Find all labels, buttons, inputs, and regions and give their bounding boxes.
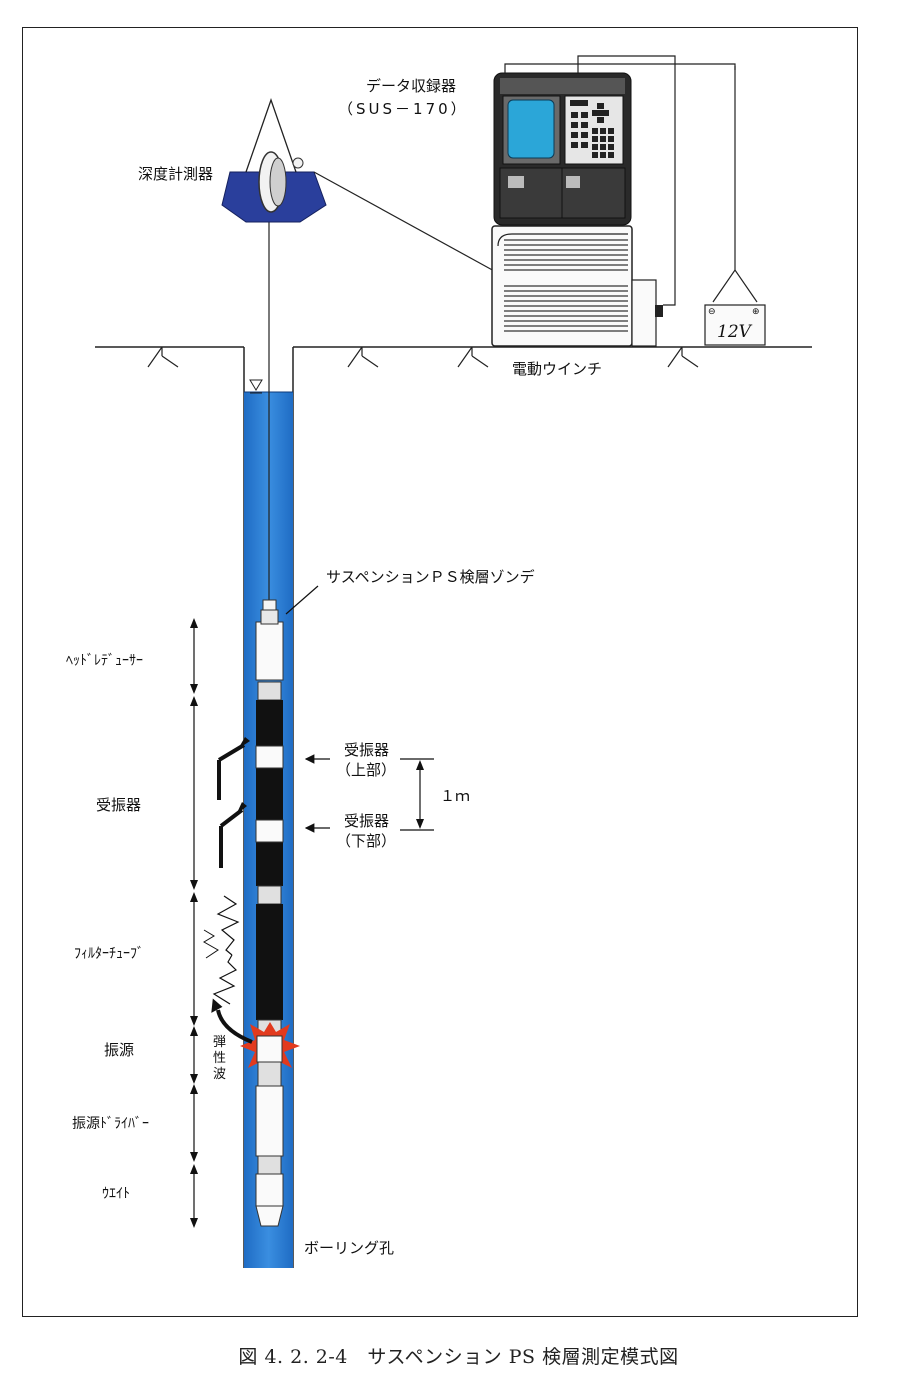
arrow-heads	[211, 737, 250, 1013]
diagram-frame	[22, 27, 858, 1317]
source-driver-body	[255, 1085, 284, 1157]
head-reducer-label: ﾍｯﾄﾞﾚﾃﾞｭｰｻｰ	[66, 653, 143, 669]
section-dimension-arrows	[190, 618, 198, 1228]
filter-tube-body	[256, 904, 283, 1020]
source-body	[256, 1035, 283, 1063]
weight-body	[255, 1173, 284, 1207]
receiver-lower-label-2: （下部）	[336, 832, 396, 850]
filter-tube-label: ﾌｨﾙﾀｰﾁｭｰﾌﾞ	[74, 946, 144, 962]
depth-meter-icon	[221, 98, 327, 223]
water-level-icon	[249, 379, 263, 391]
probe-sonde	[240, 599, 300, 1227]
receiver-lower	[255, 819, 284, 843]
receiver-upper-label-2: （上部）	[336, 761, 396, 779]
receiver-pointers	[304, 754, 434, 833]
receiver-upper	[255, 745, 284, 769]
receiver-upper-label-1: 受振器	[344, 741, 389, 759]
battery-plus-icon: ⊕	[752, 307, 760, 317]
ground	[95, 346, 812, 368]
battery-minus-icon: ⊖	[708, 307, 716, 317]
data-recorder-label: データ収録器	[366, 77, 456, 95]
battery-icon	[704, 66, 766, 346]
winch-label: 電動ウインチ	[512, 360, 602, 378]
source-driver-label: 振源ﾄﾞﾗｲﾊﾞｰ	[72, 1116, 149, 1132]
probe-label: サスペンションＰＳ検層ゾンデ	[326, 568, 535, 586]
winch-icon	[491, 225, 663, 347]
elastic-wave-label-2: 性	[213, 1051, 226, 1066]
ground-hatch	[147, 346, 699, 368]
source-label: 振源	[104, 1041, 134, 1059]
figure-caption: 図 4. 2. 2-4 サスペンション PS 検層測定模式図	[238, 1346, 679, 1368]
probe-pointer	[285, 585, 319, 615]
signal-cable	[313, 171, 497, 273]
receiver-section-label: 受振器	[96, 796, 141, 814]
depth-meter-label: 深度計測器	[138, 165, 213, 183]
receiver-body	[256, 700, 283, 886]
data-recorder-model: （SUS－170）	[338, 100, 469, 118]
elastic-wave-label-1: 弾	[213, 1035, 226, 1050]
data-recorder-icon	[493, 72, 632, 226]
elastic-wave-label-3: 波	[213, 1067, 226, 1082]
spacing-label: １ｍ	[440, 787, 470, 805]
spacing-arrows	[416, 760, 424, 829]
power-wires	[504, 55, 736, 306]
seismic-waveform-icon	[212, 895, 240, 1005]
battery-label: 12V	[717, 322, 753, 342]
weight-label: ｳｴｲﾄ	[102, 1186, 130, 1202]
receiver-lower-label-1: 受振器	[344, 812, 389, 830]
borehole-label: ボーリング孔	[304, 1239, 394, 1257]
